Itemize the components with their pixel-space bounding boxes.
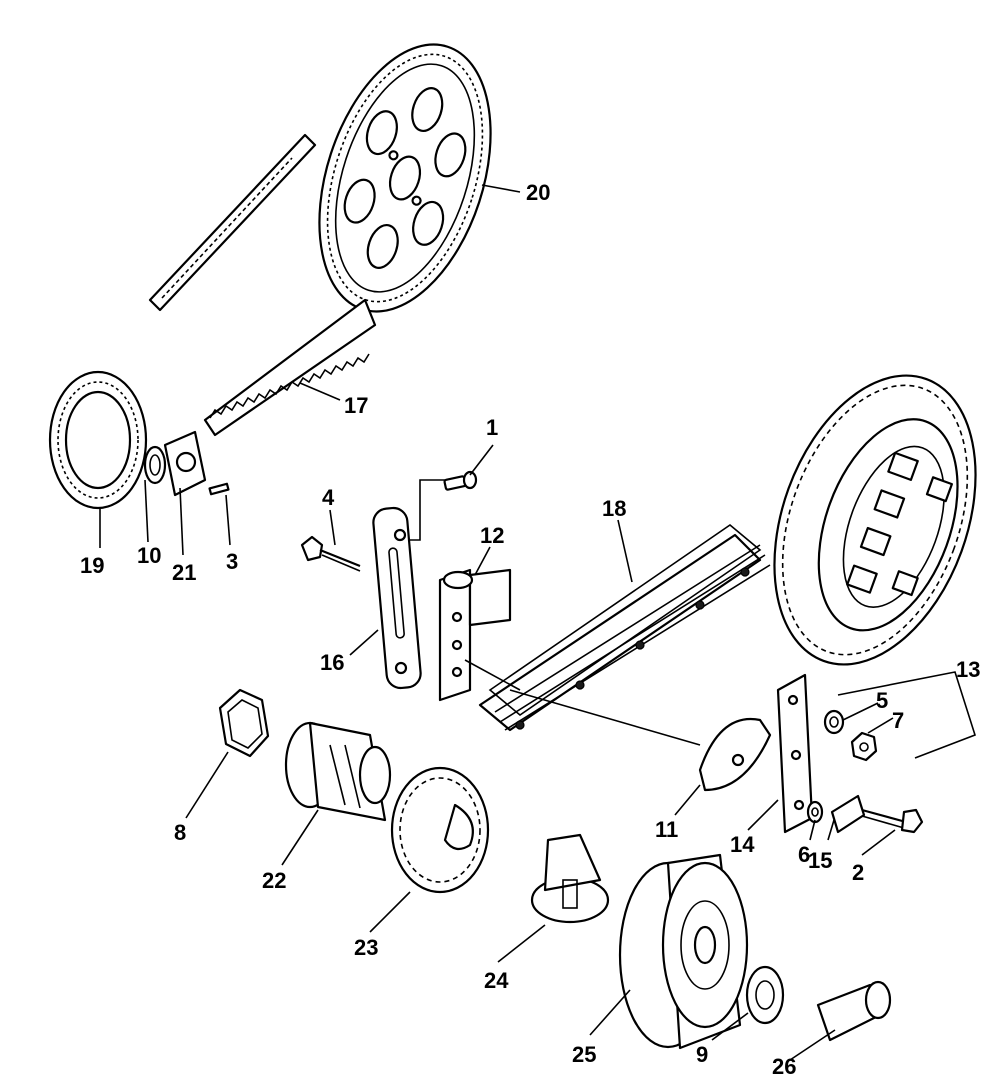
transmission-pulley xyxy=(48,370,148,510)
bolt-4 xyxy=(300,535,361,572)
callout-25: 25 xyxy=(572,1042,596,1067)
drive-chain xyxy=(478,523,771,732)
callout-19: 19 xyxy=(80,553,104,578)
drive-belt xyxy=(203,298,377,437)
hex-nut-8 xyxy=(218,688,270,758)
leader-lines xyxy=(99,184,976,1061)
spline-collar xyxy=(530,833,610,924)
leader-1-path xyxy=(408,479,445,541)
front-sprocket xyxy=(390,766,490,894)
callout-18: 18 xyxy=(602,496,626,521)
callout-4: 4 xyxy=(322,485,335,510)
pulley-lock-plate xyxy=(163,430,207,497)
callout-13: 13 xyxy=(956,657,980,682)
callout-8: 8 xyxy=(174,820,186,845)
callout-14: 14 xyxy=(730,832,755,857)
spline-hub xyxy=(284,721,392,822)
callout-16: 16 xyxy=(320,650,344,675)
chain-guard-bracket xyxy=(438,568,512,702)
washer-5 xyxy=(823,709,845,735)
callout-2: 2 xyxy=(852,860,864,885)
washer-6 xyxy=(806,800,824,824)
bracket-alignment-line xyxy=(464,659,521,691)
callout-21: 21 xyxy=(172,560,196,585)
chain-guard-plate xyxy=(776,673,814,834)
callout-22: 22 xyxy=(262,868,286,893)
callout-5: 5 xyxy=(876,688,888,713)
chain-alignment-line xyxy=(509,689,701,746)
callout-15: 15 xyxy=(808,848,832,873)
callout-7: 7 xyxy=(892,708,904,733)
adjuster-plate xyxy=(372,506,422,690)
lock-tab xyxy=(830,794,866,834)
chain-block xyxy=(698,717,772,792)
callout-24: 24 xyxy=(484,968,509,993)
rear-belt-pulley xyxy=(318,43,492,313)
callout-23: 23 xyxy=(354,935,378,960)
lock-plate xyxy=(143,445,167,485)
callout-1: 1 xyxy=(486,415,498,440)
callout-26: 26 xyxy=(772,1054,796,1077)
spacer-sleeve xyxy=(816,980,892,1042)
callout-3: 3 xyxy=(226,549,238,574)
screw-1 xyxy=(443,470,478,491)
drive-belt-upper xyxy=(148,133,317,312)
washer-9 xyxy=(745,965,785,1025)
callout-12: 12 xyxy=(480,523,504,548)
callout-20: 20 xyxy=(526,180,550,205)
rear-chain-sprocket xyxy=(773,374,977,666)
screw-3 xyxy=(208,482,230,496)
bolt-2 xyxy=(861,808,924,834)
spacer-drum xyxy=(618,853,749,1050)
callout-11: 11 xyxy=(655,817,678,842)
callout-17: 17 xyxy=(344,393,368,418)
callout-9: 9 xyxy=(696,1042,708,1067)
callout-6: 6 xyxy=(798,842,810,867)
callout-10: 10 xyxy=(137,543,161,568)
nut-7 xyxy=(850,731,878,762)
